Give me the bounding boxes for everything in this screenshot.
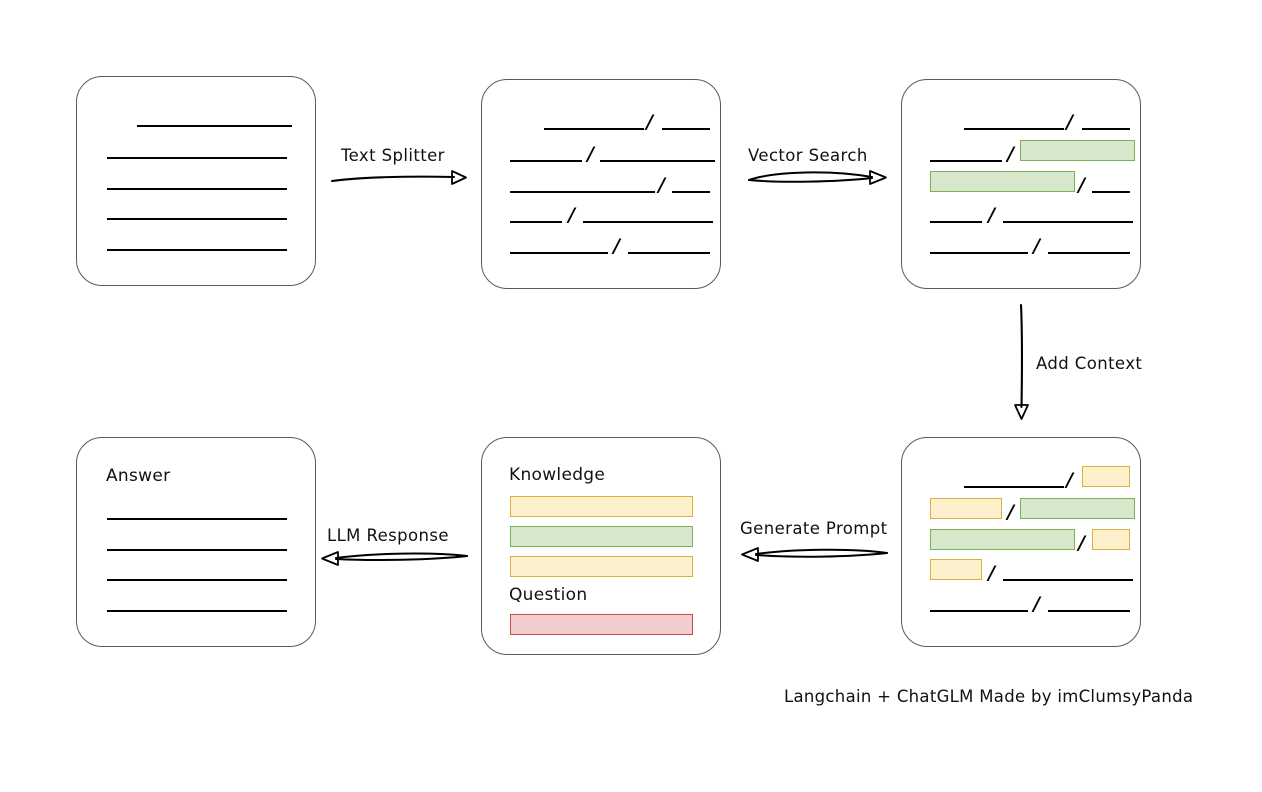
arrow-label-vector-search: Vector Search xyxy=(748,146,868,165)
knowledge-bar-green xyxy=(510,526,693,547)
question-bar-red xyxy=(510,614,693,635)
text-line xyxy=(1048,610,1130,612)
context-chunk-yellow xyxy=(1092,529,1130,550)
context-chunk-yellow xyxy=(930,498,1002,519)
arrow-text-splitter xyxy=(330,170,467,185)
text-line xyxy=(510,252,608,254)
slash-separator: / xyxy=(988,204,995,226)
text-line xyxy=(628,252,710,254)
slash-separator: / xyxy=(587,143,594,165)
text-line xyxy=(107,218,287,220)
text-line xyxy=(544,128,644,130)
context-chunk-yellow xyxy=(930,559,982,580)
matched-chunk-green xyxy=(930,171,1075,192)
text-line xyxy=(1082,128,1130,130)
prompt-heading-question: Question xyxy=(509,585,588,605)
text-line xyxy=(930,221,982,223)
text-line xyxy=(964,128,1064,130)
arrow-label-llm-response: LLM Response xyxy=(327,526,449,545)
arrow-label-text-splitter: Text Splitter xyxy=(341,146,445,165)
arrow-label-add-context: Add Context xyxy=(1036,354,1143,373)
text-line xyxy=(600,160,715,162)
slash-separator: / xyxy=(1033,593,1040,615)
arrow-vector-search xyxy=(748,170,887,185)
text-line xyxy=(107,157,287,159)
text-line xyxy=(137,125,292,127)
text-line xyxy=(510,191,655,193)
text-line xyxy=(107,610,287,612)
text-line xyxy=(662,128,710,130)
slash-separator: / xyxy=(1066,469,1073,491)
arrow-label-generate-prompt: Generate Prompt xyxy=(740,519,888,538)
context-chunk-green xyxy=(930,529,1075,550)
text-line xyxy=(107,249,287,251)
slash-separator: / xyxy=(613,235,620,257)
text-line xyxy=(510,160,582,162)
slash-separator: / xyxy=(1033,235,1040,257)
text-line xyxy=(1003,221,1133,223)
slash-separator: / xyxy=(1078,532,1085,554)
box-split-chunks[interactable]: / / / / / xyxy=(481,79,721,289)
text-line xyxy=(930,160,1002,162)
slash-separator: / xyxy=(1007,501,1014,523)
slash-separator: / xyxy=(658,174,665,196)
slash-separator: / xyxy=(988,562,995,584)
context-chunk-green xyxy=(1020,498,1135,519)
text-line xyxy=(930,252,1028,254)
arrow-add-context xyxy=(1014,303,1029,420)
knowledge-bar-yellow xyxy=(510,496,693,517)
context-chunk-yellow xyxy=(1082,466,1130,487)
box-answer[interactable]: Answer xyxy=(76,437,316,647)
slash-separator: / xyxy=(1078,174,1085,196)
text-line xyxy=(107,188,287,190)
knowledge-bar-yellow xyxy=(510,556,693,577)
text-line xyxy=(930,610,1028,612)
box-context-chunks[interactable]: / / / / / xyxy=(901,437,1141,647)
prompt-heading-knowledge: Knowledge xyxy=(509,465,606,485)
text-line xyxy=(107,549,287,551)
box-prompt[interactable]: Knowledge Question xyxy=(481,437,721,655)
box-source-document[interactable] xyxy=(76,76,316,286)
text-line xyxy=(107,518,287,520)
arrow-llm-response xyxy=(321,551,468,566)
diagram-caption: Langchain + ChatGLM Made by imClumsyPand… xyxy=(784,687,1194,706)
text-line xyxy=(1048,252,1130,254)
box-vector-matched-chunks[interactable]: / / / / / xyxy=(901,79,1141,289)
arrow-generate-prompt xyxy=(741,547,888,562)
answer-heading: Answer xyxy=(106,466,171,486)
text-line xyxy=(672,191,710,193)
text-line xyxy=(510,221,562,223)
slash-separator: / xyxy=(646,111,653,133)
slash-separator: / xyxy=(1007,143,1014,165)
text-line xyxy=(964,486,1064,488)
slash-separator: / xyxy=(1066,111,1073,133)
text-line xyxy=(583,221,713,223)
text-line xyxy=(1003,579,1133,581)
text-line xyxy=(1092,191,1130,193)
slash-separator: / xyxy=(568,204,575,226)
text-line xyxy=(107,579,287,581)
matched-chunk-green xyxy=(1020,140,1135,161)
